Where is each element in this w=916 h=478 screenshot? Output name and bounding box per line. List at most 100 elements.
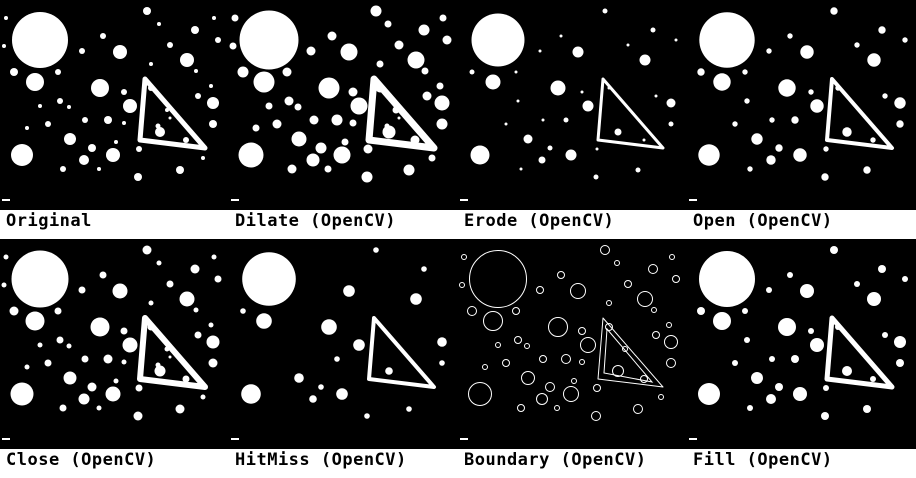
blob-outline — [658, 394, 664, 400]
blob — [155, 127, 165, 137]
panel-image — [0, 239, 229, 449]
blob-outline — [622, 346, 628, 352]
blob — [3, 254, 9, 260]
blob — [699, 12, 755, 68]
blob — [208, 322, 214, 328]
blob — [353, 339, 365, 351]
panel-close: Close (OpenCV) — [0, 239, 229, 478]
blob — [4, 16, 8, 20]
marker-artefact — [2, 438, 10, 440]
panel-open: Open (OpenCV) — [687, 0, 916, 239]
blob — [428, 154, 436, 162]
panel-erode: Erode (OpenCV) — [458, 0, 687, 239]
blob — [713, 312, 731, 330]
marker-artefact — [689, 199, 697, 201]
blob — [504, 122, 508, 126]
blob — [842, 127, 852, 137]
blob — [90, 317, 110, 337]
blob — [364, 413, 370, 419]
blob-outline — [548, 317, 568, 337]
blob — [122, 121, 126, 125]
blob-outline — [652, 331, 660, 339]
triangle-shape — [596, 77, 665, 150]
panel-image — [458, 239, 687, 449]
blob — [370, 5, 382, 17]
blob — [99, 271, 107, 279]
blob — [778, 79, 796, 97]
triangle-outline — [597, 317, 664, 388]
blob — [143, 7, 151, 15]
blob — [580, 90, 584, 94]
blob — [201, 156, 205, 160]
blob — [79, 48, 85, 54]
blob — [698, 383, 720, 405]
blob — [751, 372, 763, 384]
blob — [766, 394, 776, 404]
blob — [309, 395, 317, 403]
blob — [541, 118, 545, 122]
blob — [870, 137, 876, 143]
blob — [896, 359, 904, 367]
blob — [485, 74, 501, 90]
blob — [442, 35, 452, 45]
blob — [206, 335, 220, 349]
blob — [229, 42, 237, 50]
blob-outline — [512, 307, 520, 315]
panel-caption: HitMiss (OpenCV) — [235, 450, 407, 470]
blob — [306, 153, 320, 167]
blob — [214, 275, 222, 283]
blob — [793, 148, 807, 162]
panel-image — [229, 239, 458, 449]
blob-outline — [612, 365, 624, 377]
blob-outline — [461, 254, 467, 260]
blob — [157, 22, 161, 26]
blob — [376, 60, 384, 68]
blob — [336, 388, 348, 400]
blob — [422, 91, 432, 101]
blob — [699, 251, 755, 307]
blob-outline — [539, 355, 547, 363]
blob — [333, 146, 351, 164]
blob — [318, 77, 340, 99]
blob — [26, 73, 44, 91]
blob — [212, 16, 216, 20]
blob — [112, 283, 128, 299]
blob — [538, 156, 546, 164]
blob — [135, 384, 143, 392]
panel-image — [687, 239, 916, 449]
blob — [418, 24, 430, 36]
blob — [863, 166, 871, 174]
blob — [193, 307, 199, 313]
blob — [182, 375, 190, 383]
blob — [25, 311, 45, 331]
panel-caption: Boundary (OpenCV) — [464, 450, 647, 470]
panel-boundary: Boundary (OpenCV) — [458, 239, 687, 478]
blob — [766, 287, 772, 293]
blob — [787, 33, 793, 39]
blob — [64, 133, 76, 145]
blob — [63, 371, 77, 385]
blob — [516, 99, 520, 103]
blob — [384, 123, 390, 129]
blob — [103, 354, 113, 364]
blob — [582, 100, 594, 112]
blob — [808, 89, 814, 95]
blob — [626, 43, 630, 47]
blob — [793, 387, 807, 401]
blob — [810, 99, 824, 113]
panel-image — [229, 0, 458, 210]
blob — [121, 89, 127, 95]
panel-caption: Dilate (OpenCV) — [235, 211, 397, 231]
blob — [149, 62, 153, 66]
blob — [363, 144, 373, 154]
blob — [12, 12, 68, 68]
blob — [45, 121, 51, 127]
blob — [166, 280, 174, 288]
blob — [25, 126, 29, 130]
blob — [470, 145, 490, 165]
blob — [56, 336, 64, 344]
marker-artefact — [2, 199, 10, 201]
blob — [282, 67, 292, 77]
blob-outline — [637, 291, 653, 307]
